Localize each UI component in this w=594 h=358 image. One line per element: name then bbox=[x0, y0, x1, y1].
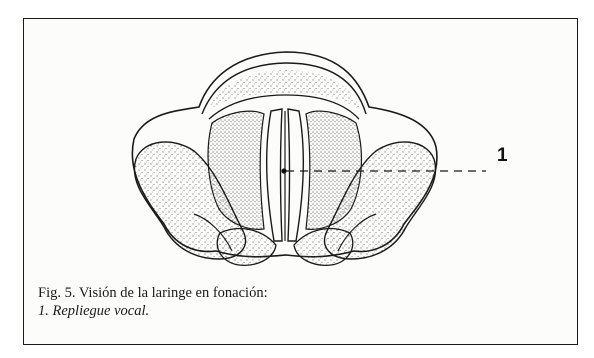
figure-caption: Fig. 5. Visión de la laringe en fonación… bbox=[38, 284, 558, 320]
caption-line1: Fig. 5. Visión de la laringe en fonación… bbox=[38, 284, 558, 302]
figure-frame: 1 Fig. 5. Visión de la laringe en fonaci… bbox=[23, 18, 578, 345]
callout-label: 1 bbox=[497, 145, 508, 167]
caption-line2: 1. Repliegue vocal. bbox=[38, 302, 558, 320]
callout-point bbox=[281, 168, 286, 173]
